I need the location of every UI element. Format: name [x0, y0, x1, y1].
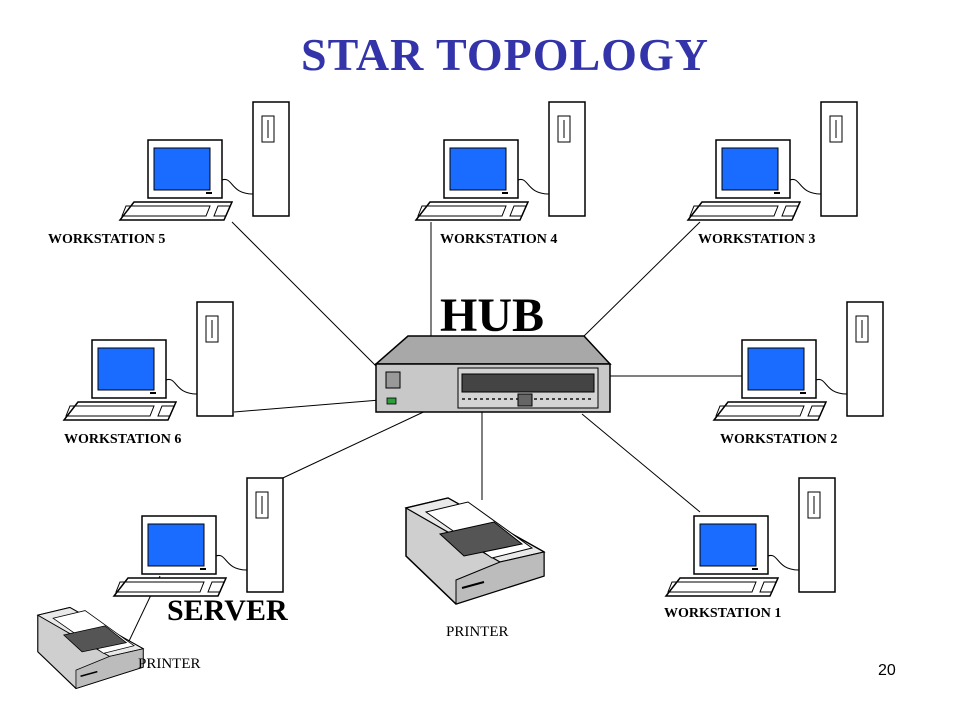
slide-number: 20: [878, 662, 896, 679]
printer-center-icon: [404, 497, 546, 605]
printer-left-icon: [36, 606, 145, 690]
hub-label: HUB: [440, 289, 545, 342]
workstation-1-computer-icon: [664, 477, 836, 597]
workstation-3-label: WORKSTATION 3: [698, 232, 816, 247]
workstation-2-label: WORKSTATION 2: [720, 432, 838, 447]
link-workstation-5: [231, 221, 383, 373]
link-workstation-6: [233, 399, 381, 413]
link-workstation-1: [581, 413, 701, 513]
link-server: [269, 407, 433, 485]
workstation-1-label: WORKSTATION 1: [664, 606, 782, 621]
link-workstation-3: [581, 221, 701, 339]
server-computer-icon: [112, 477, 284, 597]
slide-title: STAR TOPOLOGY: [301, 29, 709, 80]
workstation-5-label: WORKSTATION 5: [48, 232, 166, 247]
printer-left-label: PRINTER: [138, 656, 201, 672]
workstation-2-computer-icon: [712, 301, 884, 421]
hub-device-icon: [374, 335, 612, 413]
printer-center-label: PRINTER: [446, 624, 509, 640]
workstation-5-computer-icon: [118, 101, 290, 221]
workstation-4-label: WORKSTATION 4: [440, 232, 558, 247]
workstation-4-computer-icon: [414, 101, 586, 221]
server-label: SERVER: [167, 594, 288, 627]
workstation-6-computer-icon: [62, 301, 234, 421]
workstation-6-label: WORKSTATION 6: [64, 432, 182, 447]
workstation-3-computer-icon: [686, 101, 858, 221]
